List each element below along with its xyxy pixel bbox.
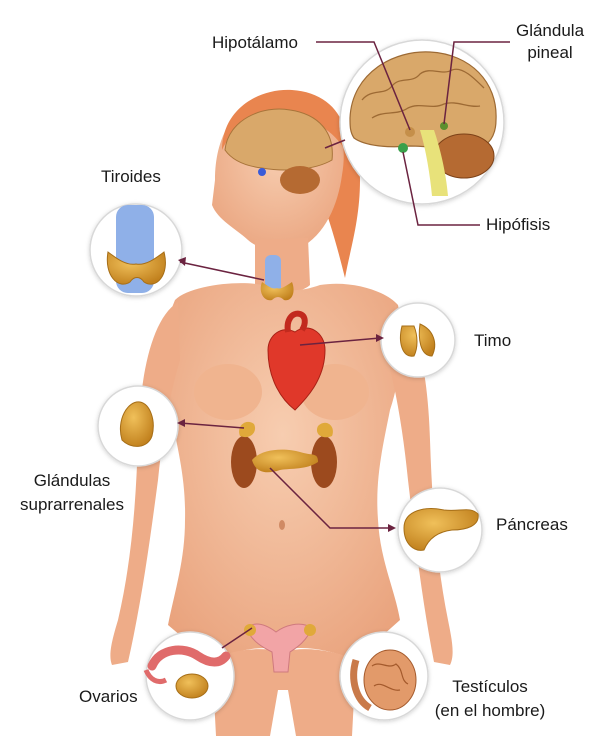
pancreas-arrowhead xyxy=(388,524,396,532)
ovary-icon xyxy=(176,674,208,698)
label-tiroides: Tiroides xyxy=(101,166,161,187)
right-ovary-on-body-icon xyxy=(304,624,316,636)
tiroides-leader xyxy=(180,262,264,280)
label-suprarrenales-1: Glándulas xyxy=(14,470,130,491)
testis-icon xyxy=(364,650,416,710)
pancreas-callout xyxy=(398,488,482,572)
label-hipofisis: Hipófisis xyxy=(486,214,550,235)
label-testiculos-2: (en el hombre) xyxy=(426,700,554,721)
testes-callout xyxy=(340,632,428,720)
pituitary-gland-icon xyxy=(398,143,408,153)
brain-callout xyxy=(340,40,504,204)
ovaries-callout xyxy=(146,632,234,720)
thymus-callout xyxy=(381,303,455,377)
label-pancreas: Páncreas xyxy=(496,514,568,535)
navel xyxy=(279,520,285,530)
adrenal-callout xyxy=(98,386,178,466)
label-hipotalamo: Hipotálamo xyxy=(212,32,298,53)
cerebellum-in-head-icon xyxy=(280,166,320,194)
pituitary-dot-icon xyxy=(258,168,266,176)
label-timo: Timo xyxy=(474,330,511,351)
label-testiculos-1: Testículos xyxy=(430,676,550,697)
left-breast xyxy=(194,364,262,420)
label-glandula-pineal-1: Glándula xyxy=(510,20,590,41)
label-glandula-pineal-2: pineal xyxy=(510,42,590,63)
label-suprarrenales-2: suprarrenales xyxy=(10,494,134,515)
thyroid-callout xyxy=(90,204,182,296)
label-ovarios: Ovarios xyxy=(79,686,138,707)
